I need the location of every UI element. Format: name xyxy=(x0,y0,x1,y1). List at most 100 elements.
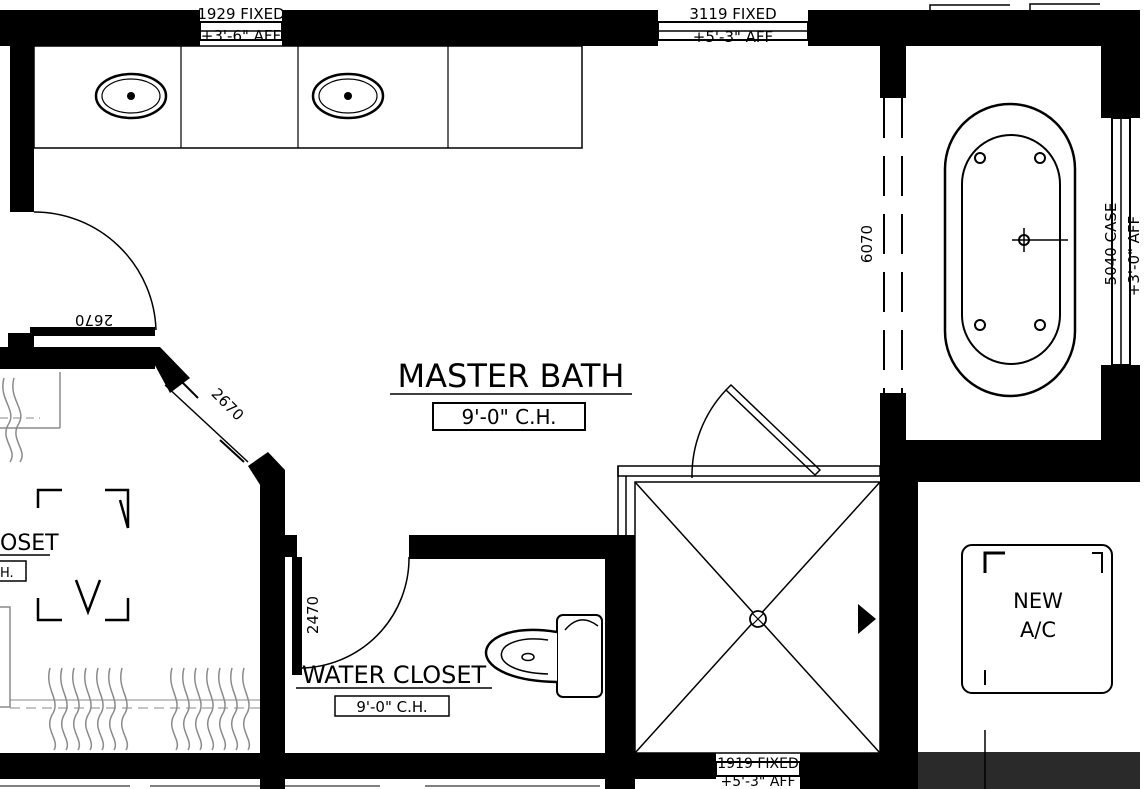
shower-floor xyxy=(634,481,881,754)
ac-corner xyxy=(983,551,1005,573)
walls xyxy=(0,10,1140,789)
window-height-label: +3'-6" AFF xyxy=(201,27,281,45)
ac-bottom-band xyxy=(918,752,1140,789)
bottom-wall-right xyxy=(800,753,918,789)
window-right-case: 5040 CASE +3'-0" AFF xyxy=(1102,117,1143,366)
wc-door-stub xyxy=(285,535,297,557)
closet-shelf-lower xyxy=(0,606,11,708)
door-jamb-line xyxy=(164,384,249,463)
sink-basin-outer xyxy=(94,72,168,120)
tub-outer xyxy=(943,102,1077,398)
ac-wall-left xyxy=(880,440,918,789)
shower xyxy=(617,465,881,754)
closet-corner-upper xyxy=(145,347,190,393)
vanity xyxy=(33,45,583,149)
sink-right xyxy=(311,72,385,120)
island-bracket xyxy=(36,488,130,622)
shower-head-icon xyxy=(858,604,876,634)
closet-wall-top xyxy=(0,347,155,369)
window-top-left: 1929 FIXED +3'-6" AFF xyxy=(197,5,284,45)
ceiling-height-box xyxy=(334,695,450,717)
sink-basin-inner xyxy=(101,78,161,114)
bathtub xyxy=(943,102,1077,398)
door-top-left: 2670 xyxy=(33,211,157,331)
window-size-label: 5040 CASE xyxy=(1102,203,1120,286)
bottom-wall-left xyxy=(0,753,716,779)
vanity-counter xyxy=(33,45,583,149)
hanger-group-a xyxy=(48,667,129,751)
jet-icon xyxy=(1034,319,1046,331)
master-bath-label: MASTER BATH 9'-0" C.H. xyxy=(390,357,632,431)
window-glass xyxy=(715,761,801,777)
wc-right-wall xyxy=(605,535,635,789)
ac-unit: NEW A/C xyxy=(961,544,1113,789)
door-size-label: 2670 xyxy=(75,311,113,329)
wc-top-wall xyxy=(409,535,635,559)
ceiling-height-box xyxy=(432,402,586,431)
shower-curb-outer xyxy=(617,465,881,477)
room-name-closet: OSET xyxy=(0,531,59,556)
closet: OSET H. xyxy=(0,372,260,751)
ceiling-height-label: 9'-0" C.H. xyxy=(356,698,427,716)
drain-icon xyxy=(344,92,352,100)
jet-icon xyxy=(974,152,986,164)
ac-corner xyxy=(1092,552,1103,573)
door-swing-arc xyxy=(33,211,157,331)
shower-door xyxy=(691,383,822,479)
door-angled: 2670 xyxy=(164,377,249,463)
window-size-label: 3119 FIXED xyxy=(689,5,776,23)
closet-ceiling-box xyxy=(0,560,27,582)
window-height-label: +5'-3" AFF xyxy=(720,774,795,789)
door-size-label: 2470 xyxy=(304,596,322,634)
toilet-tank xyxy=(556,614,603,698)
window-height-label: +3'-0" AFF xyxy=(1125,216,1143,296)
drain-cross xyxy=(751,612,765,626)
window-top-right: 3119 FIXED +5'-3" AFF xyxy=(657,5,809,46)
window-bottom: 1919 FIXED +5'-3" AFF xyxy=(715,756,801,789)
ac-housing xyxy=(961,544,1113,694)
right-wall-upper xyxy=(1101,10,1140,118)
jet-icon xyxy=(1034,152,1046,164)
ceiling-height-label: 9'-0" C.H. xyxy=(461,405,556,429)
water-closet-label: WATER CLOSET 9'-0" C.H. xyxy=(296,661,492,717)
closet-right-wall xyxy=(260,470,285,789)
opening-size-label: 6070 xyxy=(858,225,876,263)
ac-label-line1: NEW xyxy=(1013,589,1063,613)
drain-icon xyxy=(127,92,135,100)
door-size-label: 2670 xyxy=(208,385,248,425)
top-wall-mid xyxy=(282,10,658,46)
room-name-master-bath: MASTER BATH xyxy=(398,357,625,395)
door-header-top xyxy=(30,327,155,336)
left-wall-upper xyxy=(10,10,34,212)
door-swing-arc xyxy=(299,556,410,669)
hanger-group-top xyxy=(2,377,23,463)
closet-ceiling-label: H. xyxy=(0,566,14,581)
ac-wall-top xyxy=(880,440,1140,482)
tub-opening: 6070 xyxy=(858,98,903,393)
faucet-icon xyxy=(1012,222,1068,258)
sink-basin-inner xyxy=(318,78,378,114)
toilet-tank-lid xyxy=(564,619,599,631)
tub-wall-top xyxy=(880,46,906,98)
sink-basin-outer xyxy=(311,72,385,120)
sink-left xyxy=(94,72,168,120)
toilet-drain xyxy=(521,652,535,662)
closet-wall-stub xyxy=(8,333,34,347)
door-leaf xyxy=(177,377,199,399)
hanger-group-b xyxy=(170,667,251,751)
toilet xyxy=(484,614,603,698)
window-size-label: 1929 FIXED xyxy=(197,5,284,23)
window-height-label: +5'-3" AFF xyxy=(693,28,773,46)
door-leaf xyxy=(219,439,245,463)
top-wall-right xyxy=(808,10,1140,46)
toilet-bowl-inner xyxy=(500,638,549,675)
top-trim xyxy=(929,3,1100,10)
wc-door-jamb xyxy=(292,557,302,675)
door-swing-arc xyxy=(691,389,727,479)
jet-icon xyxy=(974,319,986,331)
window-size-label: 1919 FIXED xyxy=(717,756,798,772)
room-name-water-closet: WATER CLOSET xyxy=(302,661,487,689)
shower-door-leaf xyxy=(724,383,822,477)
door-water-closet: 2470 xyxy=(299,556,410,669)
